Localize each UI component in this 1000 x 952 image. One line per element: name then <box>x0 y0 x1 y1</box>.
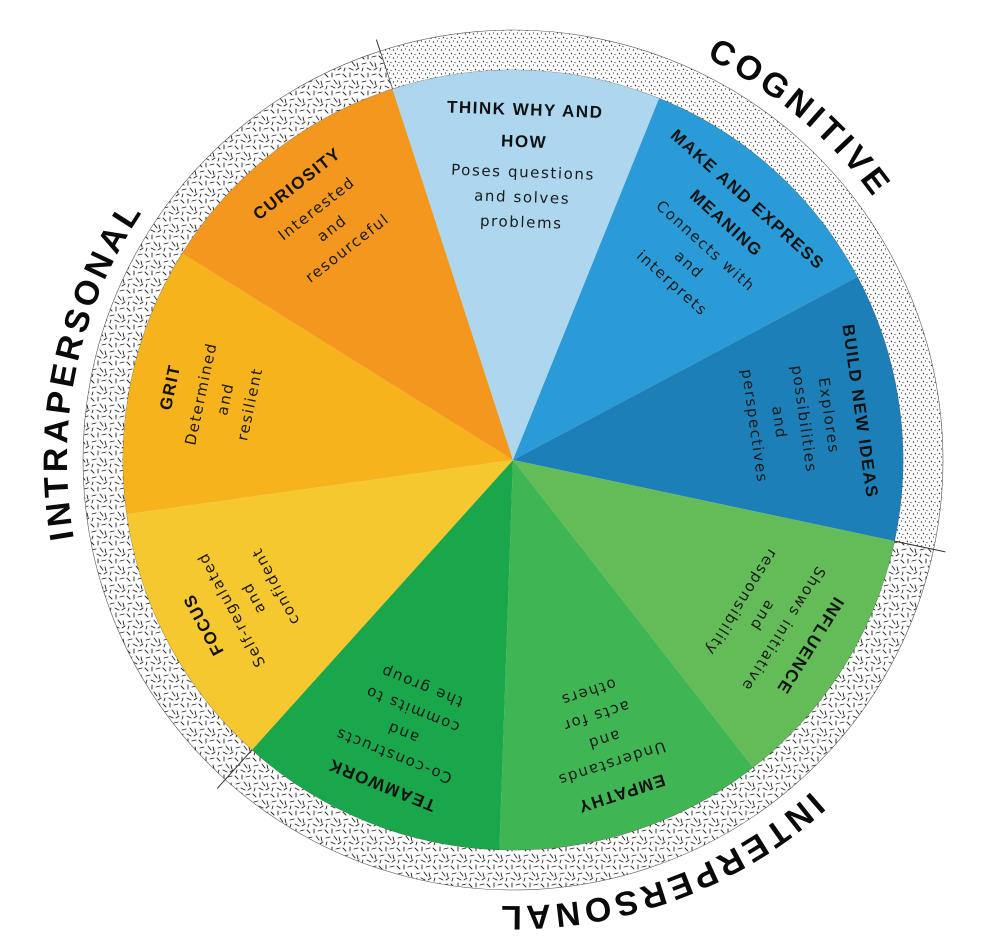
ring-divider <box>216 749 253 789</box>
wedge-teamwork <box>252 460 513 850</box>
wedge-description: Poses questions <box>451 161 595 184</box>
wedge-think-why-and-how <box>392 70 660 461</box>
wedge-build-new-ideas <box>513 276 903 542</box>
wedge-make-and-express-meaning <box>513 98 858 460</box>
wedge-description: and <box>768 405 790 440</box>
wedge-grit <box>123 253 513 515</box>
wedge-description: and solves <box>474 186 571 207</box>
wedge-influence <box>513 460 895 768</box>
wedge-empathy <box>499 460 754 851</box>
ring-divider <box>894 540 946 553</box>
wedge-focus <box>126 460 513 750</box>
wedge-curiosity <box>182 89 514 461</box>
wedge-description: problems <box>480 212 563 233</box>
wedge-title: HOW <box>501 131 548 152</box>
